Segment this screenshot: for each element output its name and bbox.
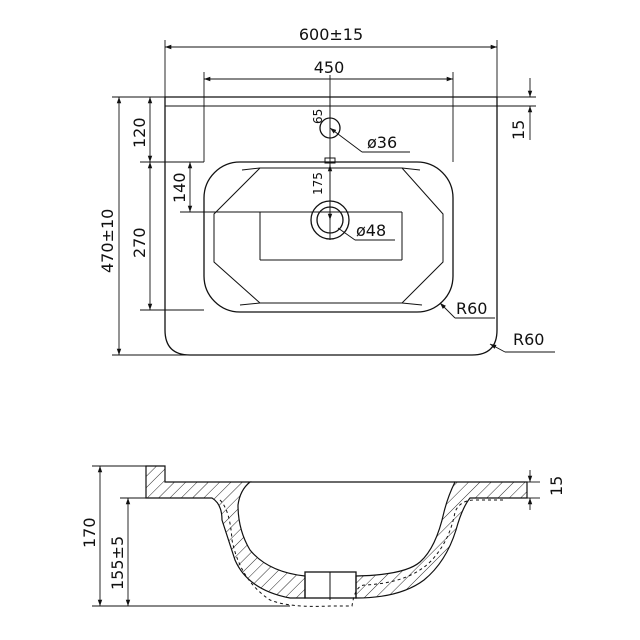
underside-contour (219, 499, 505, 607)
dim-drain-offset: 175 (311, 172, 325, 195)
section-left (145, 465, 306, 599)
dim-inner-radius: R60 (456, 299, 487, 318)
dim-basin-width: 450 (314, 58, 345, 77)
section-right (355, 481, 528, 599)
dim-basin-depth: 270 (130, 227, 149, 258)
leader-line (489, 343, 506, 353)
leader-line (439, 302, 456, 319)
facet-line (241, 167, 261, 171)
side-view: 170 155±5 15 (80, 465, 566, 607)
basin-outer (203, 161, 454, 313)
dim-outer-radius: R60 (513, 330, 544, 349)
dim-tap-to-edge: 120 (130, 117, 149, 148)
facet-line (239, 302, 261, 306)
dim-tap-diameter: ø36 (367, 133, 397, 152)
dim-overall-depth: 470±10 (98, 209, 117, 273)
dim-rim-thickness: 15 (509, 120, 528, 140)
dim-total-height: 170 (80, 517, 99, 548)
dim-basin-to-drain: 140 (170, 172, 189, 203)
sink-outer-outline (164, 96, 498, 356)
dim-basin-height: 155±5 (108, 536, 127, 590)
facet-line (401, 167, 421, 171)
top-view: 600±15 450 65 ø36 15 120 140 175 (98, 25, 555, 356)
basin-inner (213, 167, 444, 304)
dim-drain-diameter: ø48 (356, 221, 386, 240)
dim-overall-width: 600±15 (299, 25, 363, 44)
leader-line (337, 227, 356, 241)
leader-line (329, 127, 363, 153)
facet-line (401, 302, 423, 306)
dim-side-rim-thickness: 15 (547, 476, 566, 496)
dim-tap-offset: 65 (311, 109, 325, 124)
